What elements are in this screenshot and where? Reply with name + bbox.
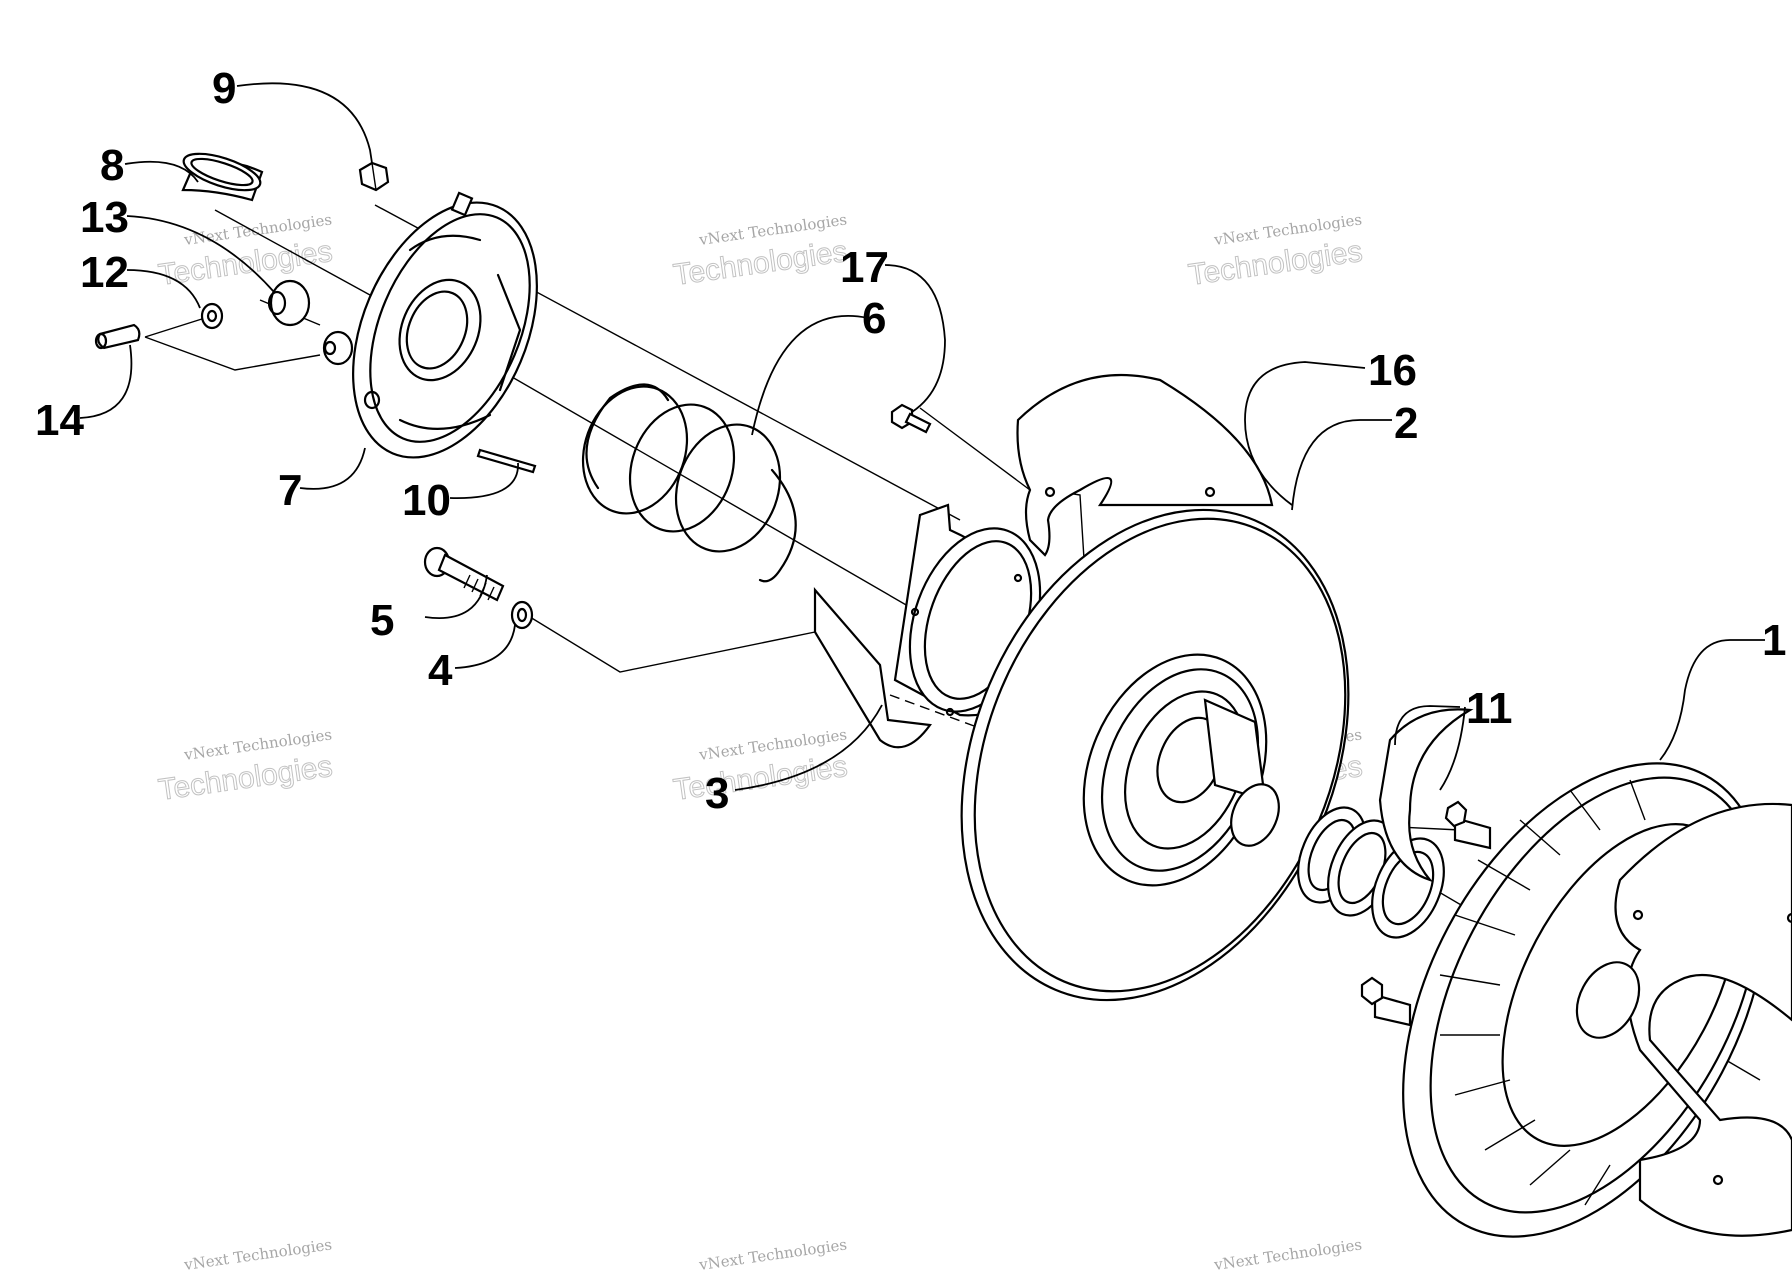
watermark-text: Technologies: [671, 750, 849, 807]
part-10-pin: [476, 448, 537, 474]
callout-1: 1: [1762, 616, 1786, 665]
callout-6: 6: [862, 294, 886, 343]
callout-4: 4: [428, 646, 453, 695]
watermark-text: Technologies: [671, 235, 849, 292]
leader-lines: [79, 82, 1765, 791]
shaft: [1203, 698, 1280, 847]
part-17-screw: [890, 403, 932, 434]
watermark-text: vNext Technologies: [1212, 1235, 1363, 1274]
callout-13: 13: [80, 193, 129, 242]
callout-11: 11: [1466, 684, 1513, 733]
watermark-text: vNext Technologies: [182, 1235, 333, 1274]
callout-labels: 1 2 3 4 5 6 7 8 9 10 11 12 13 14 16 17: [35, 64, 1786, 818]
watermark-text: vNext Technologies: [697, 1235, 848, 1274]
part-1-fixed-sheave: [1360, 762, 1792, 1238]
part-14-pin: [94, 323, 141, 350]
part-8-bushing: [181, 152, 264, 202]
part-16-backplate: [1016, 373, 1274, 557]
callout-17: 17: [840, 243, 889, 292]
part-7-cover-plate: [322, 191, 538, 459]
callout-2: 2: [1394, 399, 1418, 448]
part-11-spacers: [1297, 708, 1474, 939]
callout-7: 7: [278, 466, 302, 515]
watermark-text: Technologies: [1186, 235, 1364, 292]
part-6-spring: [581, 383, 797, 583]
callout-10: 10: [402, 476, 451, 525]
callout-5: 5: [370, 596, 394, 645]
callout-14: 14: [35, 396, 84, 445]
watermark-text: Technologies: [156, 750, 334, 807]
callout-12: 12: [80, 248, 129, 297]
part-13-roller: [267, 279, 311, 327]
callout-16: 16: [1368, 346, 1417, 395]
part-12-washer: [200, 302, 224, 330]
part-5-bolt: [423, 546, 505, 602]
part-9-nut: [358, 161, 390, 192]
part-4-washer: [510, 600, 534, 630]
callout-3: 3: [705, 769, 729, 818]
callout-9: 9: [212, 64, 236, 113]
callout-8: 8: [100, 141, 124, 190]
